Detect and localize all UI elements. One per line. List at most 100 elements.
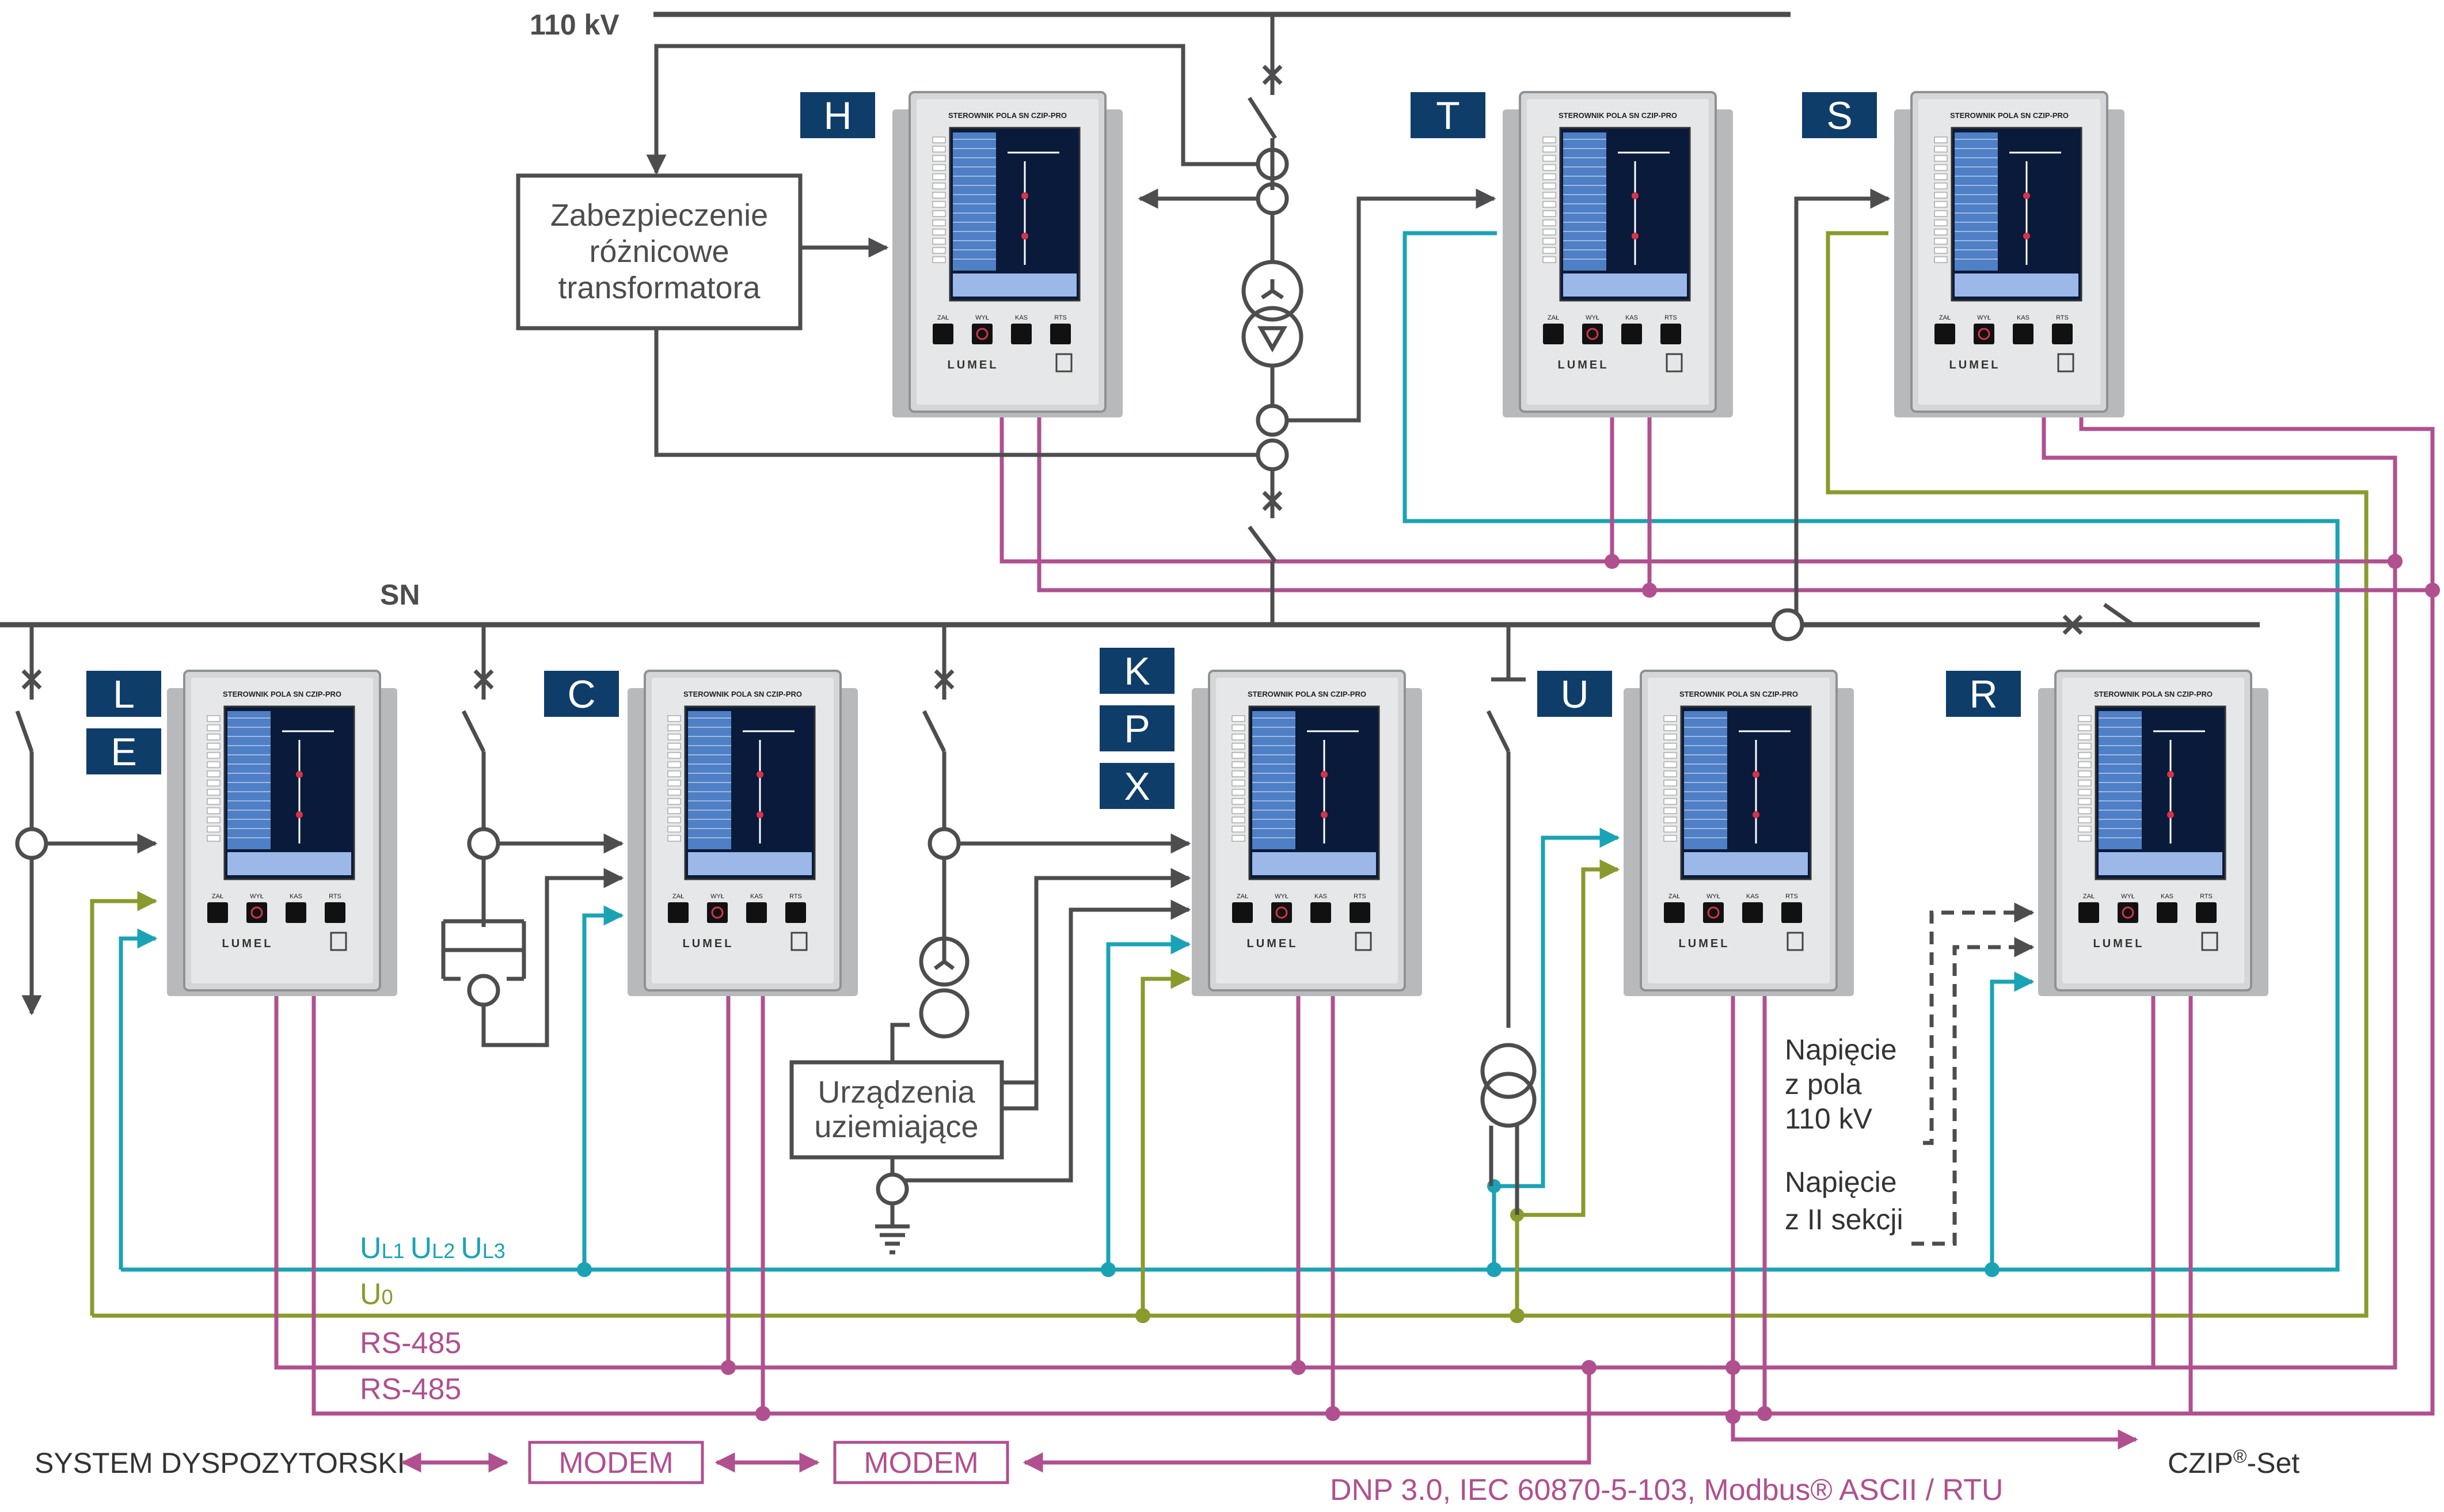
unit-button-label: KAS xyxy=(1015,314,1028,321)
ul-bus-line xyxy=(121,231,2340,1272)
modem-2-label: MODEM xyxy=(864,1446,978,1480)
unit-button[interactable] xyxy=(1660,324,1681,344)
unit-button[interactable] xyxy=(1271,902,1292,923)
system-dispatch-label: SYSTEM DYSPOZYTORSKI xyxy=(35,1447,405,1479)
hv-bus-label: 110 kV xyxy=(530,9,619,41)
unit-button[interactable] xyxy=(785,902,806,923)
unit-button[interactable] xyxy=(1621,324,1642,344)
modem-1-box xyxy=(528,1441,704,1484)
ul-to-R xyxy=(1990,971,2035,1270)
rs485-1-label: RS-485 xyxy=(360,1327,461,1360)
unit-button[interactable] xyxy=(1974,324,1994,344)
note-sec2-line1: Napięcie xyxy=(1785,1166,1897,1198)
u0-to-KPX xyxy=(1141,968,1191,1316)
unit-button[interactable] xyxy=(2052,324,2073,344)
unit-button[interactable] xyxy=(1934,324,1955,344)
modem-2-box xyxy=(833,1441,1009,1484)
unit-button-label: RTS xyxy=(789,893,802,900)
diff-protection-line3: transformatora xyxy=(558,271,761,305)
unit-button[interactable] xyxy=(207,902,228,923)
unit-button[interactable] xyxy=(2013,324,2034,344)
unit-brand: LUMEL xyxy=(948,359,999,371)
unit-button[interactable] xyxy=(1703,902,1724,923)
unit-button[interactable] xyxy=(325,902,345,923)
unit-button[interactable] xyxy=(1781,902,1802,923)
unit-title: STEROWNIK POLA SN CZIP-PRO xyxy=(683,690,802,698)
tag-C: C xyxy=(567,673,595,716)
unit-button[interactable] xyxy=(2078,902,2099,923)
unit-button-label: KAS xyxy=(1314,893,1327,900)
u0-to-LE xyxy=(90,891,158,1316)
tag-P: P xyxy=(1124,707,1150,751)
ul-to-C xyxy=(582,905,624,1270)
tag-H: H xyxy=(823,94,852,138)
unit-button[interactable] xyxy=(286,902,306,923)
mv-bus-label: SN xyxy=(380,579,420,611)
unit-button[interactable] xyxy=(2118,902,2138,923)
unit-button[interactable] xyxy=(2196,902,2217,923)
rs485-1-line xyxy=(274,412,2397,1370)
mv-section: SN xyxy=(0,579,2260,1255)
unit-button-label: WYŁ xyxy=(1706,893,1720,900)
unit-button[interactable] xyxy=(1011,324,1032,344)
devices: STEROWNIK POLA SN CZIP-PRO ZAŁ WYŁ KAS RTS LU… xyxy=(167,91,2268,996)
unit-brand: LUMEL xyxy=(1558,359,1609,371)
u0-label: U0 xyxy=(360,1278,393,1311)
unit-button[interactable] xyxy=(1742,902,1763,923)
unit-button[interactable] xyxy=(1350,902,1370,923)
unit-button-label: KAS xyxy=(1625,314,1638,321)
unit-button[interactable] xyxy=(972,324,993,344)
feeder-tags: H T S L E C K P X U R xyxy=(86,92,2021,809)
czip-set-label: CZIP®-Set xyxy=(2168,1446,2299,1479)
unit-brand: LUMEL xyxy=(2093,937,2145,950)
diff-protection-line1: Zabezpieczenie xyxy=(550,198,768,233)
unit-button[interactable] xyxy=(2157,902,2177,923)
unit-button[interactable] xyxy=(746,902,767,923)
earthing-box xyxy=(789,1060,1004,1160)
tag-R: R xyxy=(1969,673,1997,716)
note-110-line1: Napięcie xyxy=(1785,1034,1897,1066)
unit-button[interactable] xyxy=(1050,324,1071,344)
unit-button-label: ZAŁ xyxy=(937,314,949,321)
note-110-line3: 110 kV xyxy=(1785,1103,1873,1135)
unit-button[interactable] xyxy=(246,902,267,923)
tag-E: E xyxy=(111,730,136,774)
unit-title: STEROWNIK POLA SN CZIP-PRO xyxy=(1559,111,1677,120)
unit-button[interactable] xyxy=(1232,902,1253,923)
unit-button[interactable] xyxy=(668,902,689,923)
unit-button-label: RTS xyxy=(1785,893,1798,900)
unit-brand: LUMEL xyxy=(1949,359,2001,371)
unit-button[interactable] xyxy=(1543,324,1564,344)
u0-bus-line xyxy=(92,231,2369,1318)
unit-button-label: WYŁ xyxy=(2121,893,2135,900)
unit-button[interactable] xyxy=(1310,902,1331,923)
ul-to-U xyxy=(1492,827,1620,1270)
unit-button[interactable] xyxy=(933,324,953,344)
unit-title: STEROWNIK POLA SN CZIP-PRO xyxy=(223,690,341,698)
unit-button-label: KAS xyxy=(2161,893,2173,900)
transformer-mv-winding xyxy=(1241,306,1303,368)
unit-title: STEROWNIK POLA SN CZIP-PRO xyxy=(2094,690,2213,698)
unit-button-label: RTS xyxy=(2056,314,2069,321)
unit-button-label: WYŁ xyxy=(1586,314,1599,321)
unit-button[interactable] xyxy=(1664,902,1685,923)
unit-button-label: RTS xyxy=(1664,314,1677,321)
unit-button-label: KAS xyxy=(290,893,302,900)
unit-button-label: ZAŁ xyxy=(1939,314,1951,321)
unit-brand: LUMEL xyxy=(683,937,734,950)
unit-button-label: ZAŁ xyxy=(1237,893,1248,900)
tag-X: X xyxy=(1124,765,1150,808)
unit-button[interactable] xyxy=(1582,324,1603,344)
u0-to-U xyxy=(1515,859,1620,1316)
unit-button[interactable] xyxy=(707,902,728,923)
unit-button-label: WYŁ xyxy=(975,314,989,321)
unit-brand: LUMEL xyxy=(1247,937,1298,950)
bus-lines xyxy=(90,231,2440,1424)
earthing-line1: Urządzenia xyxy=(818,1075,975,1110)
